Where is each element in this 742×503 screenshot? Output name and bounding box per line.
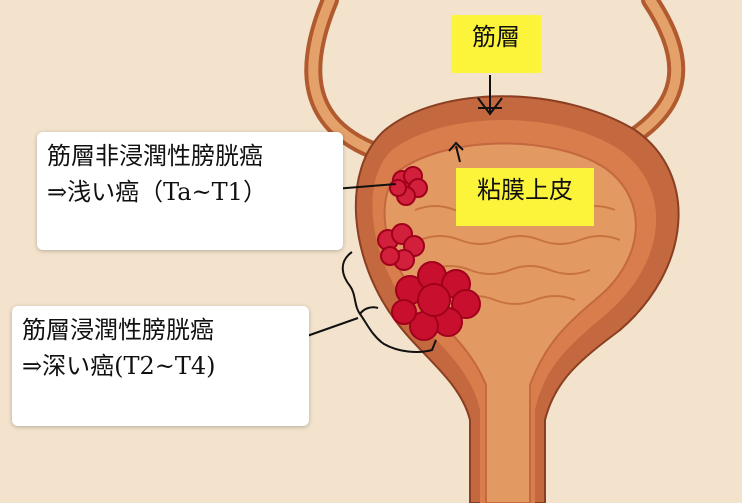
- non-invasive-card: 筋層非浸潤性膀胱癌 ⇒浅い癌（Ta~T1）: [37, 132, 343, 250]
- invasive-card: 筋層浸潤性膀胱癌 ⇒深い癌(T2~T4): [12, 306, 309, 426]
- urothelium-label: 粘膜上皮: [456, 168, 594, 226]
- invasive-title: 筋層浸潤性膀胱癌: [22, 316, 214, 344]
- tumor-mid: [377, 223, 425, 271]
- muscle-arrow: [477, 75, 503, 116]
- invasive-stage: ⇒深い癌(T2~T4): [22, 352, 216, 380]
- muscle-layer-label: 筋層: [451, 15, 541, 73]
- left-ureter-inner: [308, 0, 377, 155]
- mucosa-arrow: [448, 141, 464, 163]
- invasive-brace: [341, 251, 437, 353]
- muscle-layer-text: 筋層: [472, 23, 520, 51]
- non-invasive-title: 筋層非浸潤性膀胱癌: [47, 142, 263, 170]
- urothelium-text: 粘膜上皮: [477, 176, 573, 204]
- tumor-invasive: [391, 261, 481, 341]
- tumor-superficial: [389, 166, 428, 206]
- non-invasive-stage: ⇒浅い癌（Ta~T1）: [47, 178, 267, 206]
